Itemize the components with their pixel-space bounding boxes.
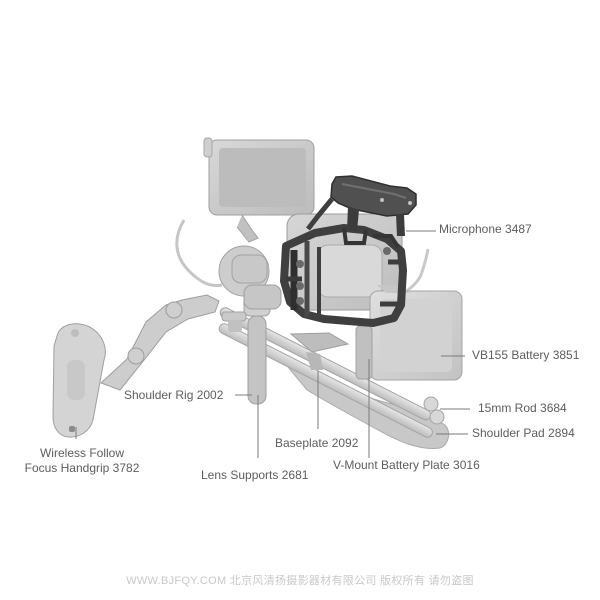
label-shoulder-pad: Shoulder Pad 2894 xyxy=(472,426,575,440)
label-shoulder-rig: Shoulder Rig 2002 xyxy=(124,388,224,402)
label-baseplate: Baseplate 2092 xyxy=(275,436,359,450)
label-wireless-follow-line-1: Wireless Follow xyxy=(39,446,124,460)
label-vmount: V-Mount Battery Plate 3016 xyxy=(333,458,480,472)
label-battery: VB155 Battery 3851 xyxy=(472,348,580,362)
callout-lines xyxy=(75,230,470,458)
rods-part xyxy=(218,307,445,438)
label-wireless-follow-line-2: Focus Handgrip 3782 xyxy=(24,461,140,475)
microphone-part xyxy=(306,175,417,236)
label-microphone: Microphone 3487 xyxy=(439,222,532,236)
monitor-part xyxy=(175,137,315,287)
baseplate-part xyxy=(289,332,350,370)
wireless-handgrip-part xyxy=(52,323,106,438)
lens-supports-part xyxy=(221,311,247,332)
label-rod: 15mm Rod 3684 xyxy=(478,401,567,415)
battery-part xyxy=(369,285,463,381)
vmount-plate-part xyxy=(355,325,373,380)
label-wireless-follow: Wireless Follow Focus Handgrip 3782 xyxy=(18,446,146,476)
label-lens-supports: Lens Supports 2681 xyxy=(201,468,309,482)
watermark: WWW.BJFQY.COM 北京风清扬摄影器材有限公司 版权所有 请勿盗图 xyxy=(126,575,474,587)
